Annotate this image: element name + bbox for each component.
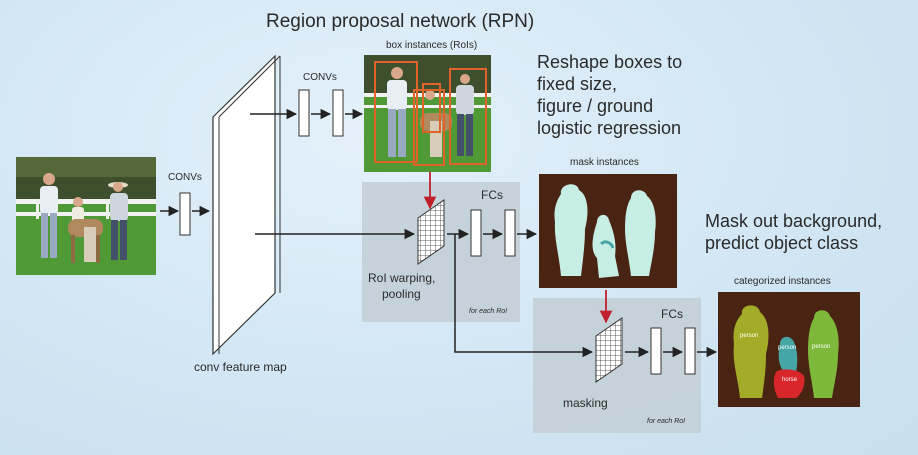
masking-label: masking xyxy=(563,396,608,410)
reshape-description: Reshape boxes to fixed size, figure / gr… xyxy=(537,51,682,139)
for-each-roi-label-2: for each RoI xyxy=(647,418,686,425)
mask-out-description: Mask out background, predict object clas… xyxy=(705,210,882,254)
categorized-instances-image: person person person horse xyxy=(718,292,860,407)
reshape-line-3: figure / ground xyxy=(537,96,654,116)
conv-feature-map-slab xyxy=(212,54,276,356)
rpn-conv-layer-1 xyxy=(298,89,310,137)
for-each-roi-label-1: for each RoI xyxy=(469,308,508,315)
conv-feature-map-top-edge xyxy=(218,55,281,118)
mask-instances-caption: mask instances xyxy=(570,157,639,168)
categorized-instances-graphic xyxy=(718,292,860,407)
rpn-title: Region proposal network (RPN) xyxy=(266,11,535,32)
left-convs-label: CONVs xyxy=(168,172,202,183)
input-image-graphic xyxy=(16,157,156,275)
rpn-convs-label: CONVs xyxy=(303,72,337,83)
box-instances-graphic xyxy=(364,55,491,172)
fcs-label-1: FCs xyxy=(481,188,503,202)
mask-instances-graphic xyxy=(539,174,677,288)
roi-warping-grid xyxy=(417,199,445,265)
category-person-label-2: person xyxy=(778,345,797,351)
box-instances-image xyxy=(364,55,491,172)
box-instances-caption: box instances (RoIs) xyxy=(386,40,478,51)
fcs-label-2: FCs xyxy=(661,307,683,321)
category-person-label-1: person xyxy=(740,333,759,339)
class-fc-layer-2 xyxy=(684,327,696,375)
mask-out-line-2: predict object class xyxy=(705,233,859,253)
conv-feature-map-label: conv feature map xyxy=(194,360,287,374)
categorized-instances-caption: categorized instances xyxy=(734,276,831,287)
roi-warping-line-2: pooling xyxy=(382,287,421,301)
mask-instances-image xyxy=(539,174,677,288)
category-horse-label: horse xyxy=(782,377,798,383)
mask-fc-layer-1 xyxy=(470,209,482,257)
class-fc-layer-1 xyxy=(650,327,662,375)
input-image xyxy=(16,157,156,275)
category-person-label-3: person xyxy=(812,344,831,350)
reshape-line-1: Reshape boxes to xyxy=(537,52,683,72)
mask-out-line-1: Mask out background, xyxy=(705,211,883,231)
reshape-line-4: logistic regression xyxy=(537,118,682,138)
roi-warping-label: RoI warping, pooling xyxy=(368,270,435,302)
rpn-conv-layer-2 xyxy=(332,89,344,137)
roi-warping-line-1: RoI warping, xyxy=(368,271,436,285)
reshape-line-2: fixed size, xyxy=(537,74,618,94)
arrow-roi-to-masking xyxy=(454,234,594,358)
masking-grid xyxy=(595,317,623,383)
left-conv-layer xyxy=(179,192,191,236)
mask-fc-layer-2 xyxy=(504,209,516,257)
